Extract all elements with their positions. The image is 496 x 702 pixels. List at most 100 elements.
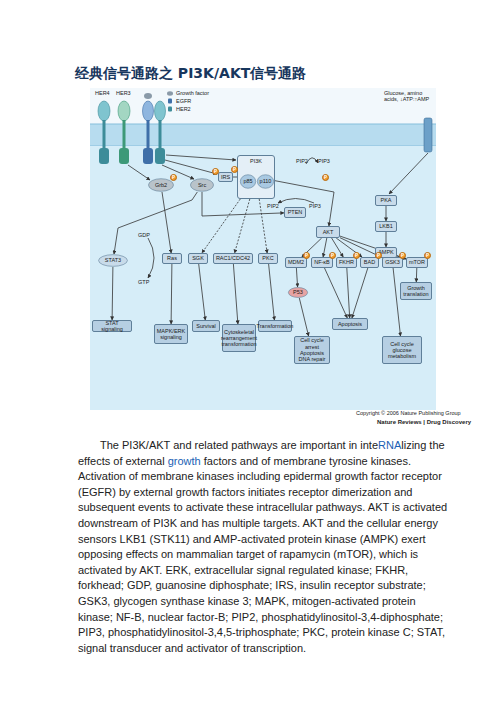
outcome-box: Growth translation	[400, 282, 432, 300]
protein-box: FKHR	[336, 257, 357, 268]
protein-box: PKC	[258, 253, 278, 264]
description-text: The PI3K/AKT and related pathways are im…	[100, 439, 378, 451]
her4-receptor	[98, 101, 110, 164]
node-text: PTEN	[287, 209, 304, 215]
node-text: PI3K	[249, 158, 263, 164]
protein-box: SGK	[188, 253, 208, 264]
phosphate-marker: P	[375, 252, 382, 259]
node-text: Src	[197, 182, 207, 188]
connector	[386, 206, 387, 221]
outcome-box: Transformation	[258, 320, 292, 332]
outcome-box: Cytoskeletal rearrangement transformatio…	[222, 324, 256, 352]
link-text: RNA	[378, 439, 401, 451]
protein-box: PKA	[375, 195, 397, 206]
legend-text: EGFR	[176, 98, 191, 104]
gdp-gtp-cycle	[148, 238, 154, 278]
phosphate-marker: P	[322, 174, 329, 181]
protein-box: NF-κB	[311, 257, 333, 268]
pathway-label: PIP2	[267, 203, 279, 209]
description-text: factors and of membrane tyrosine kinases…	[78, 455, 447, 654]
protein-box: AKT	[316, 226, 340, 238]
node-text: BAD	[363, 259, 376, 265]
connector	[296, 268, 297, 287]
protein-oval: p110	[257, 174, 274, 189]
node-text: GSK3	[384, 259, 401, 265]
her2-receptor	[155, 101, 166, 164]
outcome-box: Apoptosis	[332, 318, 368, 330]
egfr-sample	[168, 99, 172, 104]
cell-membrane	[90, 124, 436, 146]
node-text: PKC	[261, 255, 274, 261]
page-title: 经典信号通路之 PI3K/AKT信号通路	[75, 64, 306, 82]
node-text: p110	[259, 178, 273, 184]
node-text: STAT3	[104, 257, 122, 263]
node-text: Growth translation	[401, 285, 431, 298]
node-text: Cell cycle arrest Apoptosis DNA repair	[295, 337, 329, 362]
pathway-label: HER3	[116, 90, 131, 96]
protein-oval: P53	[288, 287, 308, 298]
connector	[233, 264, 238, 324]
signal-line	[389, 153, 428, 194]
node-text: Cytoskeletal rearrangement transformatio…	[220, 329, 258, 348]
connector	[325, 268, 348, 318]
connector	[275, 181, 334, 226]
copyright-text: Nature Reviews | Drug Discovery	[377, 419, 471, 426]
oval-shape	[190, 179, 213, 192]
node-text: LKB1	[378, 223, 393, 229]
glucose-transporter	[424, 118, 432, 152]
node-text: AKT	[322, 229, 335, 235]
phosphate-marker: P	[329, 252, 336, 259]
her2-sample	[168, 107, 172, 112]
her3-receptor	[118, 101, 130, 164]
node-text: MDM2	[287, 259, 305, 265]
node-text: RAC1/CDC42	[215, 255, 251, 261]
legend-text: HER2	[176, 106, 191, 112]
node-text: SGK	[191, 255, 205, 261]
connector	[393, 268, 400, 336]
link-text: growth	[168, 455, 201, 467]
complex-box: PI3K p85p110	[237, 155, 275, 199]
oval-shape	[149, 179, 174, 192]
oval-shape	[288, 288, 307, 298]
outcome-box: Cell cycle arrest Apoptosis DNA repair	[294, 336, 330, 364]
connector	[352, 268, 368, 318]
connector	[340, 236, 406, 259]
protein-oval: STAT3	[98, 254, 128, 267]
signal-line	[166, 155, 236, 160]
node-text: Ras	[166, 255, 178, 261]
node-text: PKA	[379, 197, 392, 203]
protein-box: Ras	[162, 253, 182, 264]
node-text: Transformation	[256, 323, 295, 329]
connector	[171, 264, 173, 324]
protein-box: PTEN	[284, 207, 306, 218]
cytoplasm	[90, 146, 436, 410]
connector	[199, 264, 206, 320]
node-text: FKHR	[338, 259, 355, 265]
connector	[114, 192, 197, 254]
outcome-box: MAPK/ERK signaling	[154, 324, 188, 344]
pathway-label: HER4	[95, 90, 110, 96]
pathway-label: PIP3	[309, 203, 321, 209]
protein-oval: Src	[190, 178, 214, 192]
dashed-connector	[259, 199, 267, 253]
phosphate-marker: P	[303, 252, 310, 259]
node-text: Survival	[195, 323, 217, 329]
signal-line	[162, 165, 194, 179]
node-text: Cell cycle glucose metabolism	[383, 341, 421, 360]
outcome-box: Cell cycle glucose metabolism	[382, 336, 422, 364]
node-text: Grb2	[154, 182, 168, 188]
description-paragraph: The PI3K/AKT and related pathways are im…	[78, 438, 450, 656]
protein-box: IRS	[218, 172, 233, 182]
protein-oval: p85	[240, 174, 256, 189]
oval-shape	[240, 175, 255, 189]
extracellular-area	[90, 88, 436, 124]
protein-box: mTOR	[406, 257, 428, 268]
signal-line	[128, 165, 150, 180]
pathway-label: GTP	[138, 279, 149, 285]
legend-text: Growth factor	[176, 90, 209, 96]
protein-oval: Grb2	[148, 178, 174, 192]
node-text: STAT signaling	[93, 320, 131, 333]
pathway-label: PIP3	[318, 158, 330, 164]
connector	[112, 267, 114, 320]
protein-box: RAC1/CDC42	[213, 253, 253, 264]
